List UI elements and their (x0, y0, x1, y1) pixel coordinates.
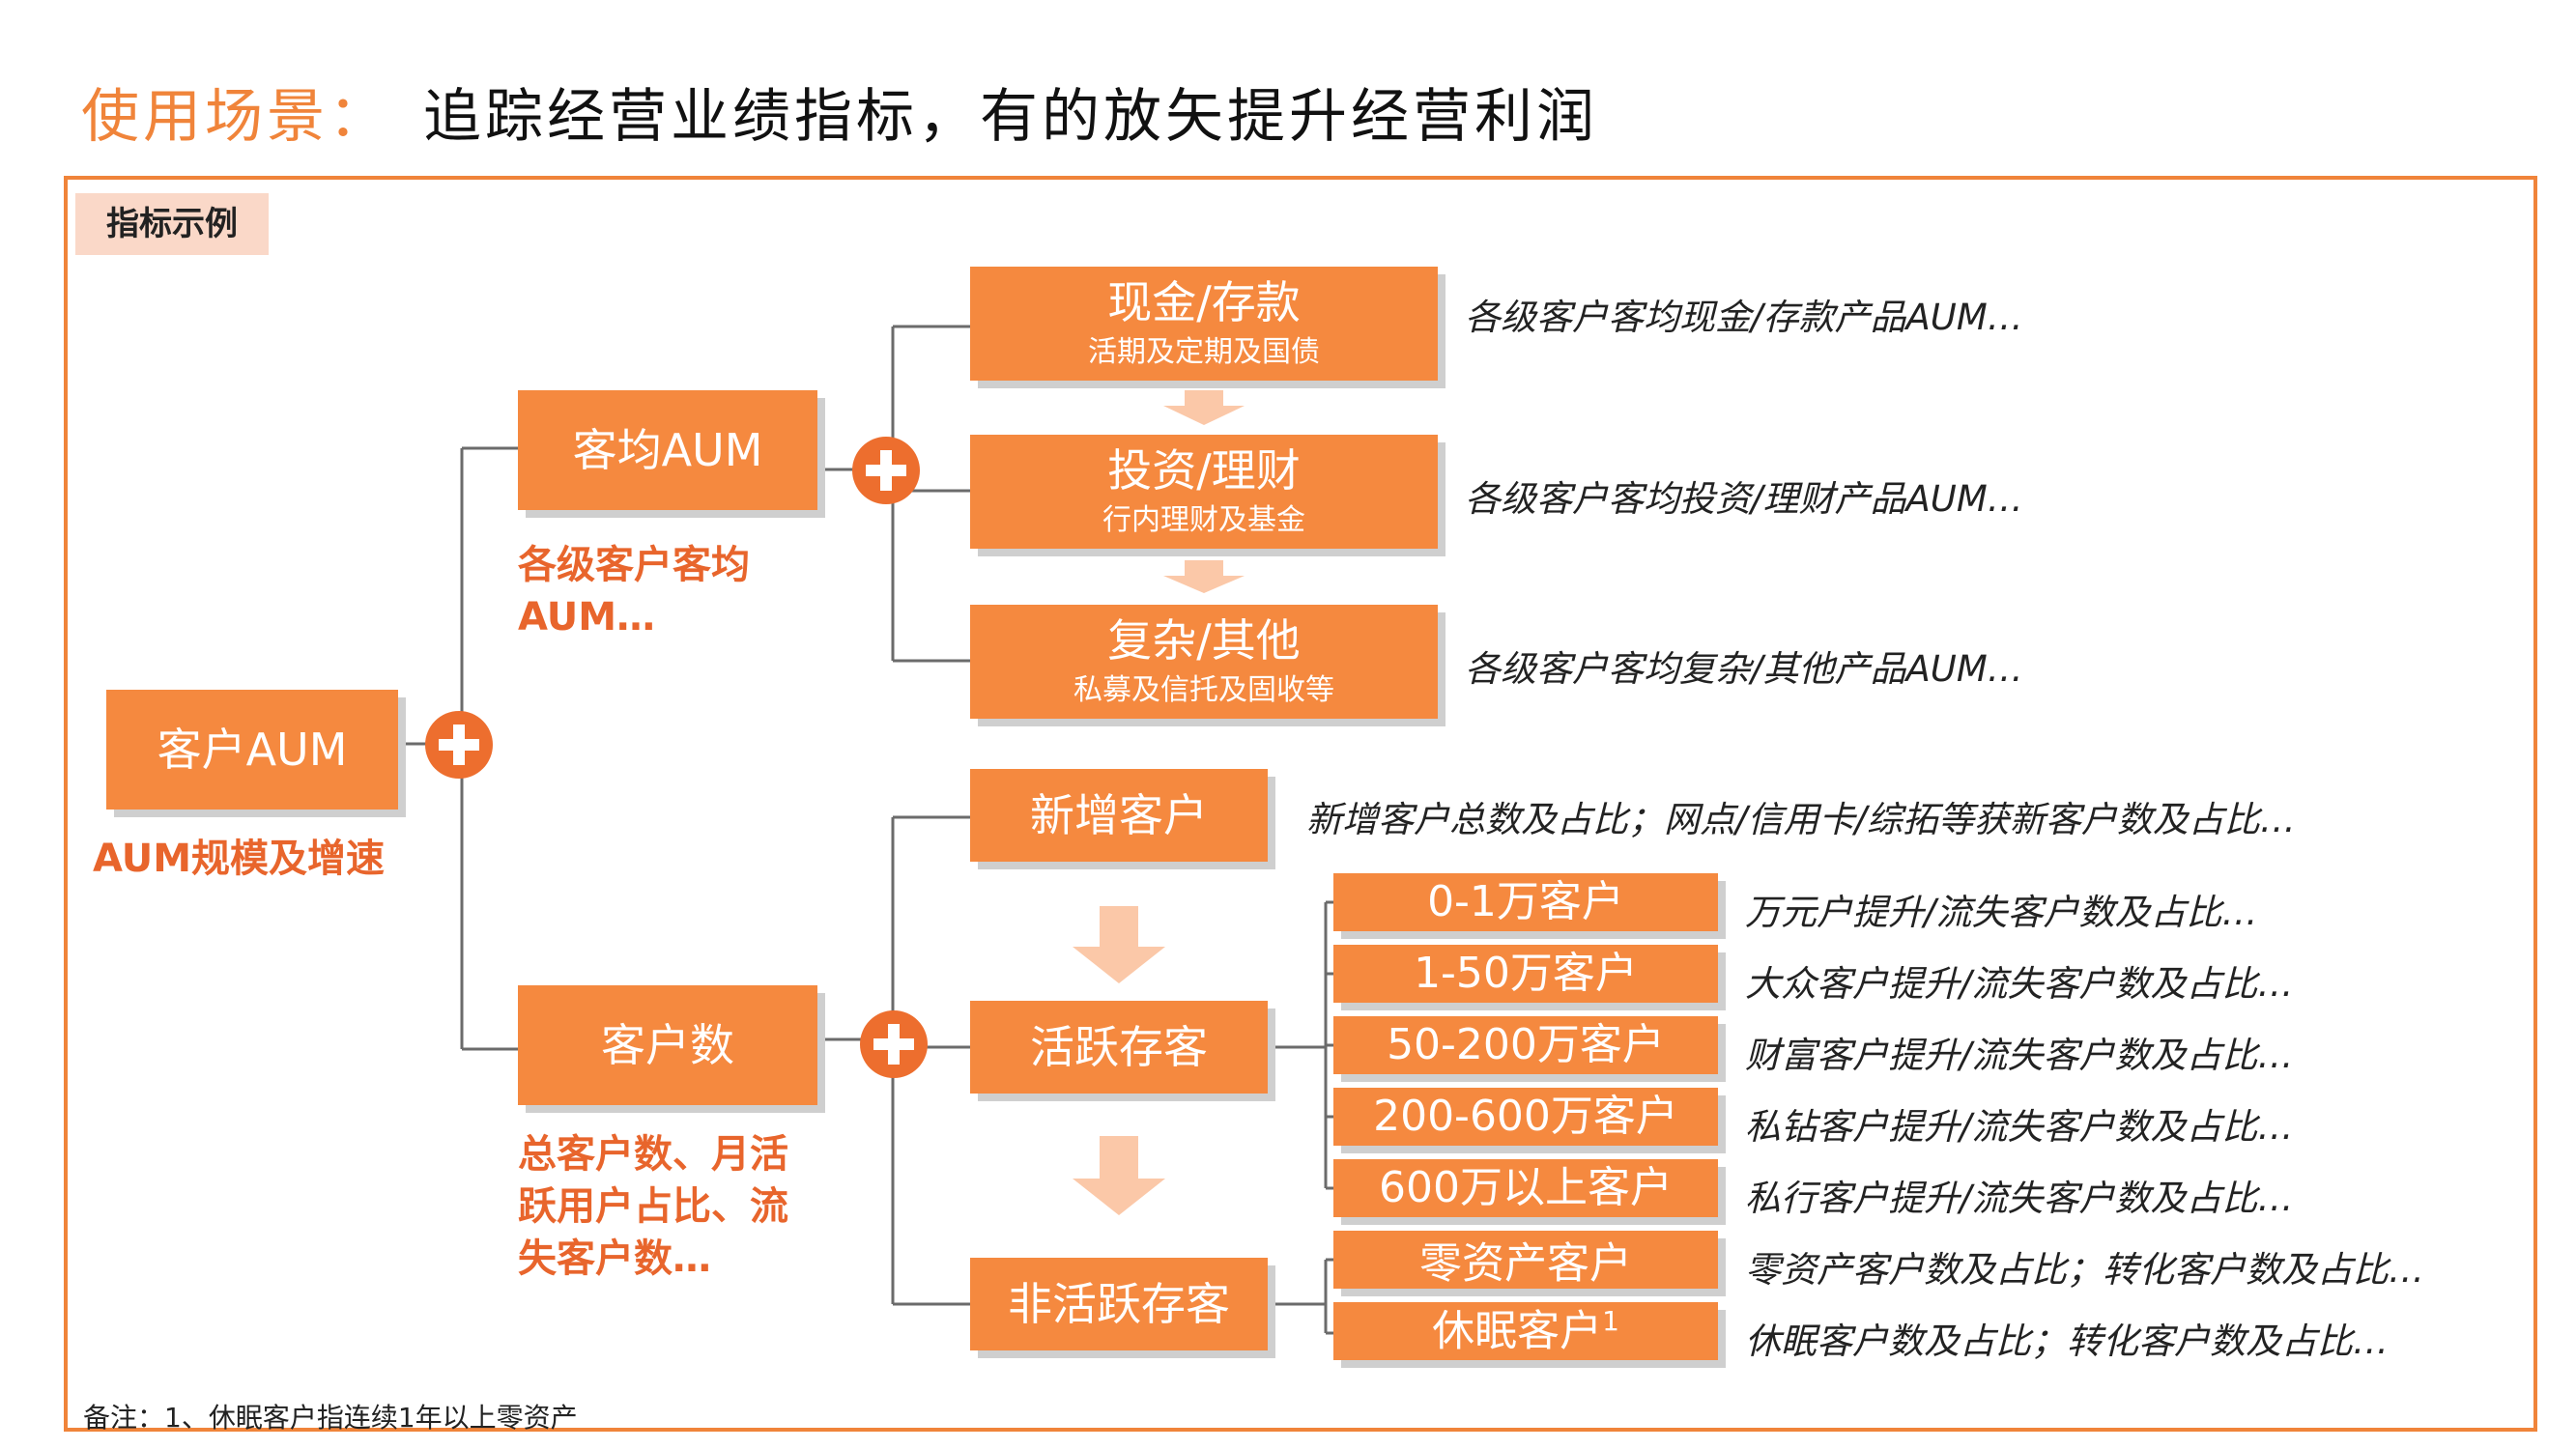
tier-label: 0-1万客户 (1427, 876, 1624, 926)
item-superscript: 1 (1602, 1304, 1619, 1337)
inactive-item-desc: 休眠客户数及占比；转化客户数及占比… (1745, 1321, 2389, 1362)
tier-desc: 私钻客户提升/流失客户数及占比… (1745, 1106, 2294, 1148)
note-line: AUM… (518, 595, 656, 639)
tier-node: 50-200万客户 (1333, 1016, 1718, 1074)
plus-icon (860, 1010, 928, 1078)
arrow-down-icon (1163, 390, 1245, 425)
inactive-item-node: 休眠客户1 (1333, 1302, 1718, 1360)
note-line: 总客户数、月活 (518, 1132, 788, 1177)
inactive-customers-label: 非活跃存客 (1008, 1277, 1230, 1330)
customer-count-label: 客户数 (601, 1018, 734, 1071)
tier-desc: 万元户提升/流失客户数及占比… (1745, 892, 2258, 933)
tier-desc: 大众客户提升/流失客户数及占比… (1745, 963, 2294, 1005)
root-note: AUM规模及增速 (93, 837, 386, 881)
active-customers-node: 活跃存客 (970, 1001, 1268, 1094)
product-desc: 各级客户客均投资/理财产品AUM… (1465, 478, 2023, 520)
product-main-label: 投资/理财 (1107, 443, 1301, 497)
customer-count-node: 客户数 (518, 985, 817, 1105)
tier-node: 0-1万客户 (1333, 873, 1718, 931)
section-tag: 指标示例 (75, 193, 269, 255)
product-node-cash: 现金/存款 活期及定期及国债 (970, 267, 1438, 381)
active-customers-label: 活跃存客 (1030, 1020, 1208, 1073)
per-customer-note: 各级客户客均 AUM… (518, 539, 750, 643)
product-sub-label: 行内理财及基金 (1102, 503, 1305, 538)
product-node-complex: 复杂/其他 私募及信托及固收等 (970, 605, 1438, 719)
item-text: 休眠客户 (1432, 1306, 1603, 1356)
tier-node: 1-50万客户 (1333, 945, 1718, 1003)
product-desc: 各级客户客均现金/存款产品AUM… (1465, 297, 2023, 338)
tier-label: 600万以上客户 (1379, 1162, 1673, 1212)
product-desc: 各级客户客均复杂/其他产品AUM… (1465, 648, 2023, 690)
arrow-down-icon (1073, 1136, 1165, 1215)
content-frame (64, 176, 2537, 1432)
new-customers-desc: 新增客户总数及占比；网点/信用卡/综拓等获新客户数及占比… (1306, 799, 2296, 840)
title-prefix: 使用场景： (81, 83, 390, 151)
tier-node: 200-600万客户 (1333, 1088, 1718, 1146)
tier-desc: 财富客户提升/流失客户数及占比… (1745, 1035, 2294, 1076)
inactive-item-desc: 零资产客户数及占比；转化客户数及占比… (1745, 1249, 2424, 1291)
product-sub-label: 活期及定期及国债 (1088, 335, 1320, 370)
tier-label: 200-600万客户 (1373, 1091, 1678, 1141)
plus-icon (852, 437, 920, 504)
product-main-label: 复杂/其他 (1107, 613, 1301, 667)
tier-desc: 私行客户提升/流失客户数及占比… (1745, 1178, 2294, 1219)
inactive-item-node: 零资产客户 (1333, 1231, 1718, 1289)
new-customers-node: 新增客户 (970, 769, 1268, 862)
customer-count-note: 总客户数、月活 跃用户占比、流 失客户数… (518, 1128, 788, 1285)
note-line: 跃用户占比、流 (518, 1184, 788, 1229)
tier-node: 600万以上客户 (1333, 1159, 1718, 1217)
note-line: 失客户数… (518, 1236, 711, 1281)
footnote: 备注：1、休眠客户指连续1年以上零资产 (83, 1402, 578, 1434)
inactive-customers-node: 非活跃存客 (970, 1258, 1268, 1350)
page-title: 追踪经营业绩指标，有的放矢提升经营利润 (423, 83, 1598, 151)
inactive-item-label: 休眠客户1 (1432, 1304, 1619, 1356)
per-customer-aum-node: 客均AUM (518, 390, 817, 510)
arrow-down-icon (1163, 560, 1245, 593)
item-text: 零资产客户 (1419, 1238, 1632, 1289)
plus-icon (425, 711, 493, 779)
tier-label: 1-50万客户 (1414, 948, 1638, 998)
product-sub-label: 私募及信托及固收等 (1073, 673, 1334, 708)
inactive-item-label: 零资产客户 (1419, 1231, 1632, 1289)
product-main-label: 现金/存款 (1107, 275, 1301, 328)
root-node: 客户AUM (106, 690, 398, 810)
root-label: 客户AUM (157, 723, 348, 776)
arrow-down-icon (1073, 906, 1165, 983)
product-node-investment: 投资/理财 行内理财及基金 (970, 435, 1438, 549)
new-customers-label: 新增客户 (1030, 788, 1208, 841)
tier-label: 50-200万客户 (1387, 1019, 1665, 1069)
per-customer-aum-label: 客均AUM (572, 423, 763, 476)
note-line: 各级客户客均 (518, 543, 750, 587)
